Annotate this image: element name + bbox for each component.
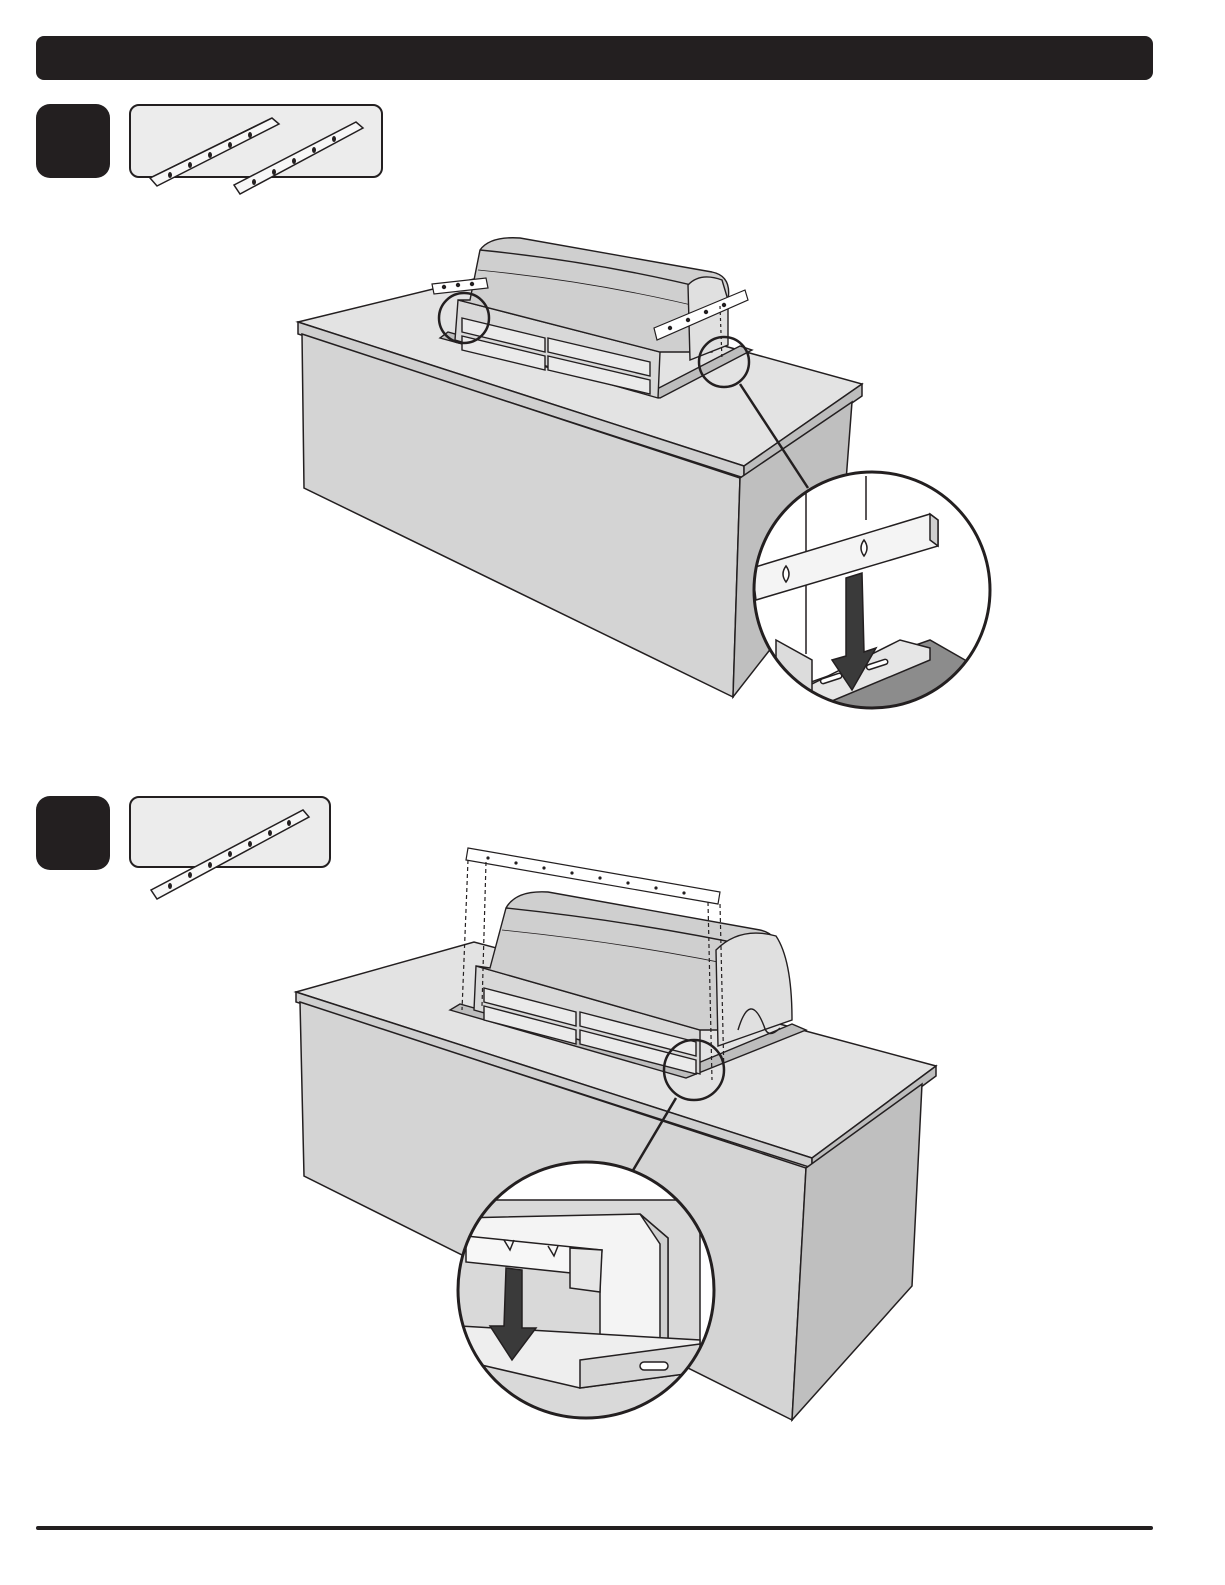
step-1-detail-view [752, 472, 1000, 720]
step-2-long-bracket-icon [151, 810, 309, 899]
footer-rule [36, 1526, 1153, 1530]
step-2-detail-view [458, 1162, 714, 1420]
